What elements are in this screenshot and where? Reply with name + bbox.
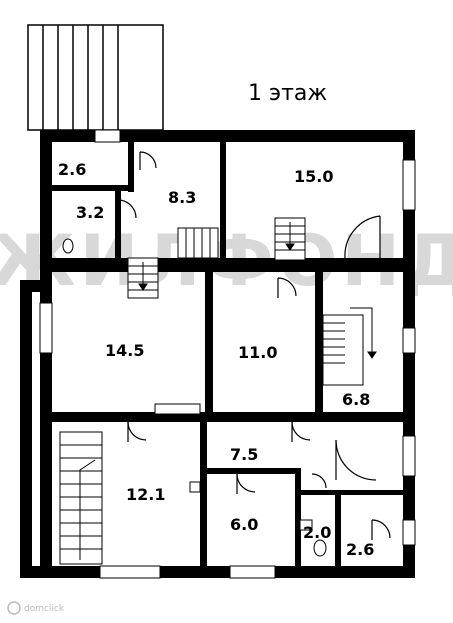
sink-icon: [189, 481, 201, 493]
room-area-8-3: 8.3: [168, 188, 196, 207]
room-area-2-0: 2.0: [303, 523, 331, 542]
fixtures: [62, 238, 327, 557]
room-area-6-0: 6.0: [230, 515, 258, 534]
porch-stairs: [27, 24, 164, 131]
floor-label: 1 этаж: [248, 81, 327, 106]
doors: [117, 151, 391, 540]
room-area-14-5: 14.5: [105, 341, 144, 360]
room-area-11-0: 11.0: [238, 343, 277, 362]
toilet-icon: [62, 238, 74, 254]
room-area-12-1: 12.1: [126, 485, 165, 504]
room-area-6-8: 6.8: [342, 390, 370, 409]
brand-logo: domclick: [7, 601, 65, 615]
room-area-2-6-top: 2.6: [58, 160, 86, 179]
sink-icon: [299, 519, 313, 531]
toilet-icon: [313, 539, 327, 557]
room-area-7-5: 7.5: [230, 445, 258, 464]
room-area-2-6-bottom: 2.6: [346, 540, 374, 559]
room-area-15-0: 15.0: [294, 167, 333, 186]
svg-text:domclick: domclick: [24, 604, 65, 614]
interior-stairs: [59, 217, 377, 565]
windows: [39, 129, 416, 579]
room-area-3-2: 3.2: [76, 203, 104, 222]
